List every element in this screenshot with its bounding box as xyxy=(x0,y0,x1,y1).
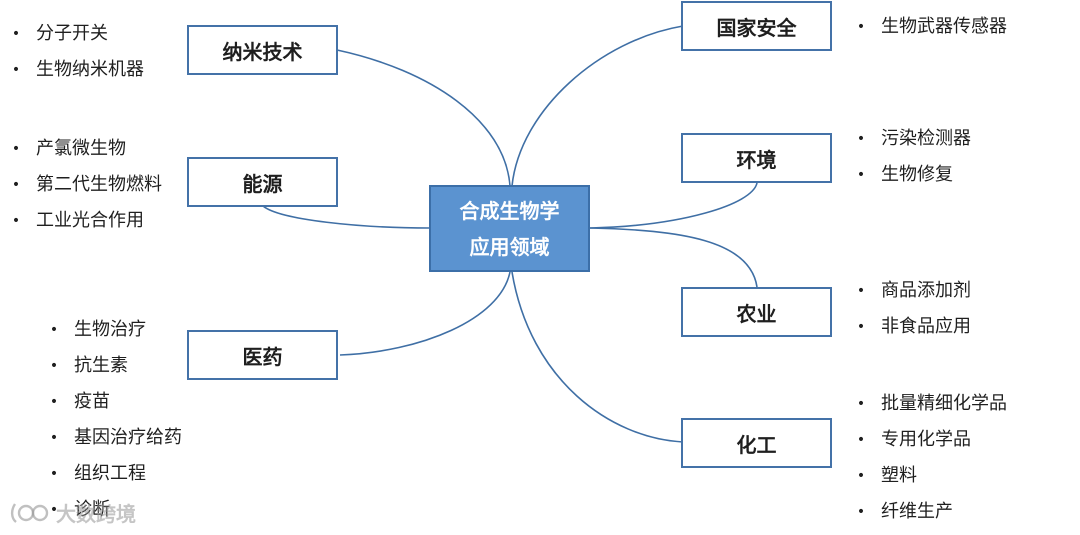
list-item: •分子开关 xyxy=(11,23,108,44)
branch-title-medicine: 医药 xyxy=(242,344,283,369)
bullet-list-security: •生物武器传感器 xyxy=(855,9,1007,45)
connector-nano xyxy=(336,49,511,187)
branch-title-nano: 纳米技术 xyxy=(222,39,303,64)
branch-node-agriculture: 农业 xyxy=(681,287,832,337)
list-item: •生物治疗 xyxy=(49,319,146,340)
list-item: •抗生素 xyxy=(49,355,128,376)
bullet-list-environment: •污染检测器 •生物修复 xyxy=(855,121,971,193)
branch-node-security: 国家安全 xyxy=(681,1,832,51)
branch-title-chemical: 化工 xyxy=(736,432,777,457)
list-item: •第二代生物燃料 xyxy=(11,174,162,195)
bullet-list-energy: •产氯微生物 •第二代生物燃料 •工业光合作用 xyxy=(10,131,162,239)
list-item: •商品添加剂 xyxy=(856,280,971,301)
branch-title-energy: 能源 xyxy=(242,171,283,196)
connector-energy xyxy=(262,205,431,229)
watermark-text: 大数跨境 xyxy=(56,502,136,526)
list-item: •塑料 xyxy=(856,465,917,486)
list-item: •生物武器传感器 xyxy=(856,16,1007,37)
list-item: •产氯微生物 xyxy=(11,138,126,159)
bullet-list-medicine: •生物治疗 •抗生素 •疫苗 •基因治疗给药 •组织工程 •诊断 xyxy=(48,312,182,528)
center-title-line2: 应用领域 xyxy=(469,234,550,259)
branch-node-energy: 能源 xyxy=(187,157,338,207)
list-item: •污染检测器 xyxy=(856,128,971,149)
list-item: •生物纳米机器 xyxy=(11,59,144,80)
list-item: •纤维生产 xyxy=(856,501,953,522)
watermark: 大数跨境 xyxy=(10,498,136,527)
connector-chemical xyxy=(511,271,684,443)
branch-node-chemical: 化工 xyxy=(681,418,832,468)
list-item: •批量精细化学品 xyxy=(856,393,1007,414)
branch-node-medicine: 医药 xyxy=(187,330,338,380)
list-item: •组织工程 xyxy=(49,463,146,484)
list-item: •专用化学品 xyxy=(856,429,971,450)
connector-agriculture xyxy=(589,227,758,288)
branch-title-agriculture: 农业 xyxy=(736,301,777,326)
branch-title-environment: 环境 xyxy=(736,147,777,172)
list-item: •诊断 xyxy=(49,499,110,520)
bullet-list-chemical: •批量精细化学品 •专用化学品 •塑料 •纤维生产 xyxy=(855,386,1007,530)
bullet-list-nano: •分子开关 •生物纳米机器 xyxy=(10,16,144,88)
branch-title-security: 国家安全 xyxy=(716,15,797,40)
branch-node-nano: 纳米技术 xyxy=(187,25,338,75)
connector-environment xyxy=(589,182,758,229)
bullet-list-agriculture: •商品添加剂 •非食品应用 xyxy=(855,273,971,345)
watermark-logo-icon xyxy=(10,502,49,523)
branch-node-environment: 环境 xyxy=(681,133,832,183)
connector-medicine xyxy=(339,271,511,356)
list-item: •非食品应用 xyxy=(856,316,971,337)
center-title-line1: 合成生物学 xyxy=(459,198,560,223)
list-item: •生物修复 xyxy=(856,164,953,185)
center-node: 合成生物学 应用领域 xyxy=(429,185,590,272)
connector-security xyxy=(511,25,684,187)
list-item: •疫苗 xyxy=(49,391,110,412)
list-item: •工业光合作用 xyxy=(11,210,144,231)
list-item: •基因治疗给药 xyxy=(49,427,182,448)
